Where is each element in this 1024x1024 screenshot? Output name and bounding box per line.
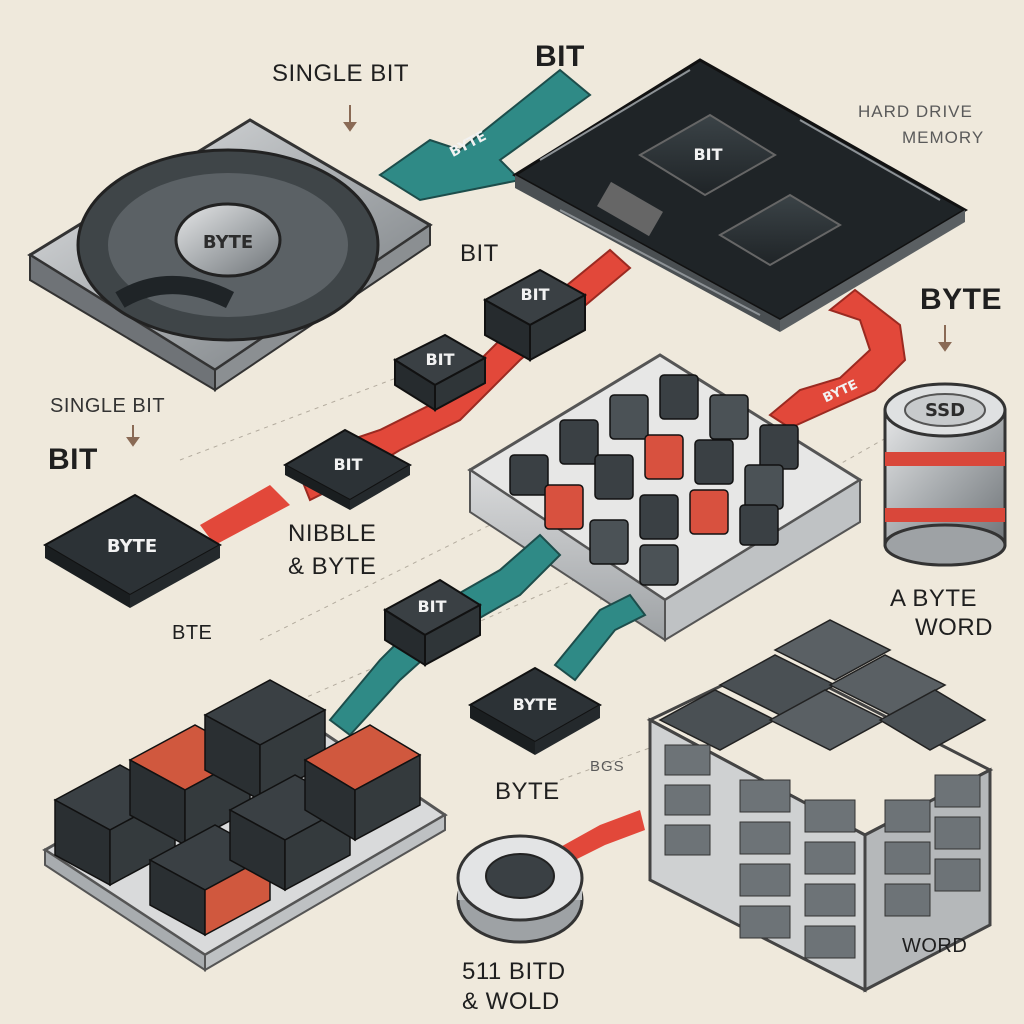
label-word-right: WORD bbox=[915, 614, 993, 641]
hdd-platter-label: BYTE bbox=[203, 232, 253, 253]
memory-blocks-tray bbox=[42, 679, 448, 972]
chip3-label: BIT bbox=[333, 455, 362, 474]
label-word-bottom: WORD bbox=[902, 935, 968, 957]
label-single-bit-left: SINGLE BIT bbox=[50, 395, 166, 417]
ssd-label: SSD bbox=[925, 400, 965, 421]
label-bit-left: BIT bbox=[48, 443, 98, 476]
disc-device bbox=[456, 834, 584, 944]
label-byte-bottom: BYTE bbox=[495, 778, 560, 805]
chip-bit-mid bbox=[282, 428, 413, 510]
label-bit-top: BIT bbox=[535, 40, 585, 73]
label-a-byte: A BYTE bbox=[890, 585, 978, 612]
chip-tray bbox=[467, 353, 863, 642]
label-memory: MEMORY bbox=[902, 128, 985, 147]
label-byte-right: BYTE bbox=[920, 283, 1003, 316]
hard-drive bbox=[27, 118, 433, 392]
chip-mid-label: BIT bbox=[417, 597, 446, 616]
chip-left-label: BYTE bbox=[107, 536, 157, 557]
label-single-bit-top: SINGLE BIT bbox=[272, 60, 410, 87]
label-bit-mid: BIT bbox=[460, 240, 499, 267]
label-bits-line1: 511 BITD bbox=[462, 958, 566, 985]
label-hard-drive: HARD DRIVE bbox=[858, 102, 973, 121]
teal-arrow-top bbox=[378, 68, 592, 202]
motherboard bbox=[512, 58, 968, 332]
teal-connector-right bbox=[553, 593, 647, 682]
chip1-label: BIT bbox=[520, 285, 549, 304]
red-arrow-bottom bbox=[555, 810, 645, 865]
chip-bottom-label: BYTE bbox=[513, 695, 558, 714]
label-bgs: BGS bbox=[590, 758, 625, 775]
cpu-label: BIT bbox=[693, 145, 722, 164]
label-bte: BTE bbox=[172, 622, 213, 644]
chip-byte-left bbox=[42, 493, 223, 608]
chip-byte-lower bbox=[467, 666, 603, 755]
label-bits-line2: & WOLD bbox=[462, 988, 560, 1015]
label-nibble: NIBBLE bbox=[288, 520, 377, 547]
label-and-byte: & BYTE bbox=[288, 553, 377, 580]
chip-stack-top bbox=[392, 268, 588, 412]
chip-bit-lower bbox=[383, 578, 482, 667]
red-arrow-right bbox=[768, 288, 907, 430]
ssd-stack bbox=[883, 382, 1007, 567]
chip2-label: BIT bbox=[425, 350, 454, 369]
server-rack bbox=[646, 619, 994, 993]
